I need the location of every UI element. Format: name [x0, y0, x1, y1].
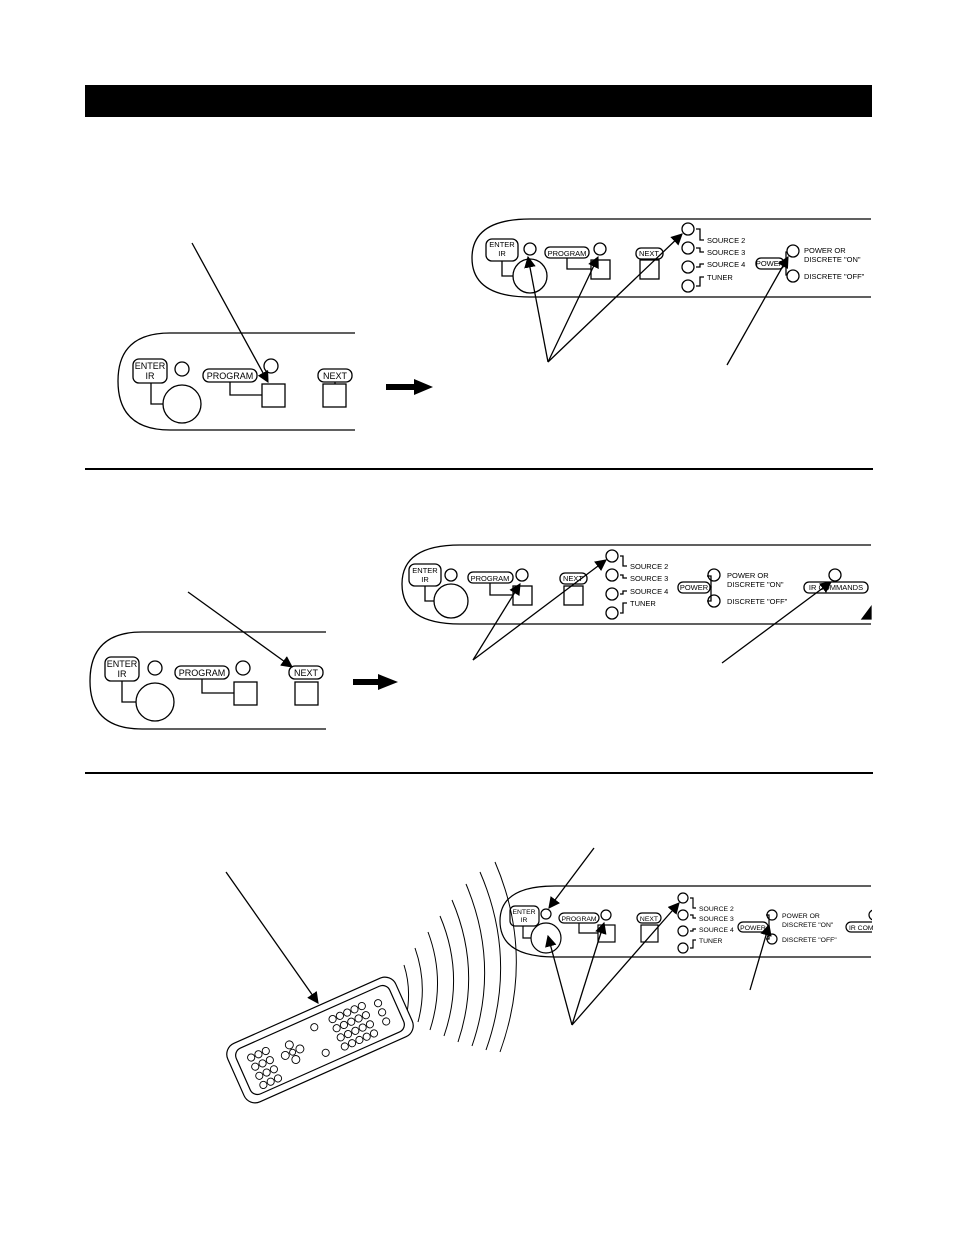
- ir-label: IR: [521, 917, 528, 924]
- pointer-arrow: [225, 871, 319, 1004]
- section-divider: [85, 772, 873, 774]
- ir-signal-waves-icon: [403, 861, 517, 1053]
- enter-label: ENTER: [489, 240, 515, 249]
- next-label: NEXT: [294, 668, 319, 678]
- source4-label: SOURCE 4: [707, 260, 745, 269]
- enter-label: ENTER: [107, 659, 138, 669]
- power-on-label-2: DISCRETE "ON": [782, 922, 834, 929]
- next-label: NEXT: [563, 574, 583, 583]
- power-on-label-2: DISCRETE "ON": [727, 580, 784, 589]
- pointer-arrow: [191, 242, 269, 384]
- power-label: POWER: [756, 259, 785, 268]
- program-label: PROGRAM: [207, 371, 254, 381]
- ir-label: IR: [146, 371, 156, 381]
- source2-label: SOURCE 2: [707, 236, 745, 245]
- discrete-off-label: DISCRETE "OFF": [727, 597, 788, 606]
- clip-mask: [872, 880, 954, 970]
- enter-label: ENTER: [512, 909, 535, 916]
- enter-ir-button[interactable]: [162, 384, 202, 424]
- tuner-label: TUNER: [707, 273, 733, 282]
- panel-large-1: [471, 218, 871, 298]
- tuner-label: TUNER: [699, 938, 723, 945]
- power-on-label: POWER OR: [727, 571, 769, 580]
- program-label: PROGRAM: [561, 916, 596, 923]
- program-label: PROGRAM: [471, 574, 510, 583]
- enter-label: ENTER: [135, 361, 166, 371]
- enter-led: [174, 361, 190, 377]
- enter-ir-label-box: [132, 358, 168, 384]
- pointer-arrows: [472, 559, 832, 664]
- pointer-arrows: [545, 847, 772, 1026]
- panel-large-2: [401, 544, 872, 625]
- source4-label: SOURCE 4: [630, 587, 668, 596]
- power-on-label-2: DISCRETE "ON": [804, 255, 861, 264]
- pointer-arrow: [187, 591, 293, 668]
- source3-label: SOURCE 3: [630, 574, 668, 583]
- enter-label: ENTER: [412, 566, 438, 575]
- discrete-off-label: DISCRETE "OFF": [782, 937, 837, 944]
- program-label: PROGRAM: [548, 249, 587, 258]
- pointer-arrows: [524, 233, 789, 366]
- source4-label: SOURCE 4: [699, 927, 734, 934]
- power-label: POWER: [680, 583, 709, 592]
- ir-label: IR: [498, 249, 506, 258]
- header-bar: [85, 85, 872, 117]
- thick-arrow-right-icon: [353, 674, 398, 690]
- remote-control-icon: [226, 976, 414, 1104]
- ir-commands-label: IR COM: [849, 925, 874, 932]
- ir-label: IR: [421, 575, 429, 584]
- ir-label: IR: [118, 669, 128, 679]
- discrete-off-label: DISCRETE "OFF": [804, 272, 865, 281]
- next-label: NEXT: [323, 371, 348, 381]
- next-label: NEXT: [639, 249, 659, 258]
- source3-label: SOURCE 3: [707, 248, 745, 257]
- panel-small-2: [89, 631, 326, 730]
- power-on-label: POWER OR: [804, 246, 846, 255]
- next-button[interactable]: [322, 383, 347, 408]
- panel-small-1: [117, 332, 355, 431]
- next-label: NEXT: [640, 916, 658, 923]
- thick-arrow-right-icon: [386, 379, 433, 395]
- program-label: PROGRAM: [179, 668, 226, 678]
- tuner-label: TUNER: [630, 599, 656, 608]
- power-label: POWER: [740, 925, 766, 932]
- program-led: [263, 358, 279, 374]
- power-on-label: POWER OR: [782, 913, 820, 920]
- source2-label: SOURCE 2: [699, 906, 734, 913]
- source2-label: SOURCE 2: [630, 562, 668, 571]
- source3-label: SOURCE 3: [699, 916, 734, 923]
- section-divider: [85, 468, 873, 470]
- ir-commands-label: IR COMMANDS: [809, 583, 863, 592]
- program-button[interactable]: [261, 383, 286, 408]
